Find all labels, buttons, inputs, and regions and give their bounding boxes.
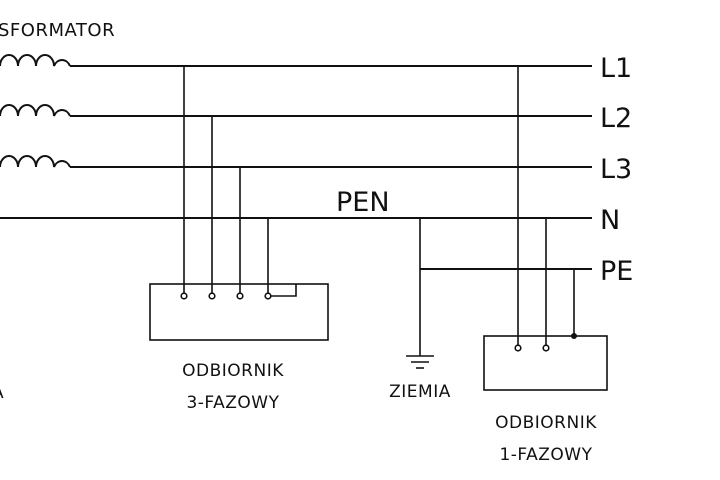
label-l2: L2 [600,103,632,134]
label-pe: PE [600,256,633,287]
terminal-3phase-pen [264,292,272,300]
receiver-3phase-line2: 3-FAZOWY [186,393,279,413]
label-l3: L3 [600,154,632,185]
3phase-pen-bridge [268,284,297,297]
label-pen: PEN [336,187,390,218]
transformer-coil-l1 [0,54,71,67]
terminal-3phase-l1 [180,292,188,300]
earth-ground-icon [406,355,434,369]
label-l1: L1 [600,53,632,84]
terminal-1phase-pe [571,333,577,339]
transformer-coil-l2 [0,104,71,117]
terminal-1phase-n [542,344,550,352]
terminal-3phase-l3 [236,292,244,300]
label-n: N [600,205,620,236]
receiver-1phase-line1: ODBIORNIK [495,413,597,433]
left-edge-fragment: A [0,383,4,403]
receiver-3phase-box [149,283,329,341]
transformer-label: SFORMATOR [0,20,115,41]
receiver-1phase-line2: 1-FAZOWY [499,445,592,465]
terminal-1phase-l1 [514,344,522,352]
receiver-3phase-line1: ODBIORNIK [182,361,284,381]
earth-label: ZIEMIA [389,382,451,402]
terminal-3phase-l2 [208,292,216,300]
transformer-coil-l3 [0,155,71,168]
